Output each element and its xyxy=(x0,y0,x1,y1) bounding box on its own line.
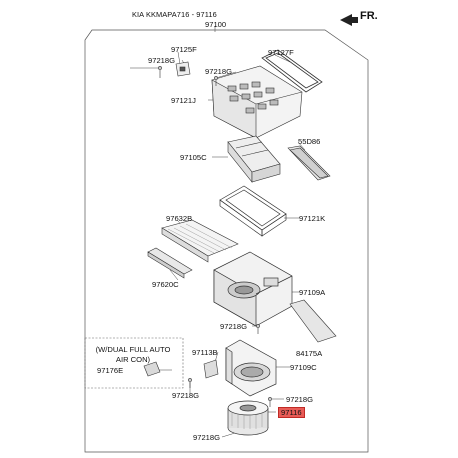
assembly-frame xyxy=(84,29,369,453)
part-97127f-seal xyxy=(261,49,323,93)
part-97109c-lower-case xyxy=(225,339,277,397)
part-label-84175a[interactable]: 84175A xyxy=(296,349,323,358)
part-label-97218g-b[interactable]: 97218G xyxy=(205,67,233,76)
note-line-2: AIR CON) xyxy=(115,355,151,364)
part-label-55d86[interactable]: 55D86 xyxy=(298,137,321,146)
part-97116-blower-motor xyxy=(227,400,269,436)
part-label-97109a[interactable]: 97109A xyxy=(299,288,326,297)
part-97109a-case xyxy=(213,251,293,327)
part-97125f-shape xyxy=(175,61,191,77)
part-97632b-filter xyxy=(161,219,239,263)
part-label-97125f[interactable]: 97125F xyxy=(171,45,197,54)
screw-icon xyxy=(268,397,272,407)
part-97121j-upper-case xyxy=(211,65,303,139)
part-label-97127f[interactable]: 97127F xyxy=(268,48,294,57)
part-97105c-duct xyxy=(227,135,281,183)
part-label-97116-highlighted[interactable]: 97116 xyxy=(278,407,305,418)
part-55d86-foam xyxy=(287,145,331,181)
note-box xyxy=(84,337,184,389)
part-label-97121k[interactable]: 97121K xyxy=(299,214,326,223)
front-direction-label: FR. xyxy=(360,10,378,22)
screw-icon xyxy=(188,378,192,388)
part-97121k-frame xyxy=(219,185,287,237)
part-97176e-shape xyxy=(143,361,161,377)
assembly-number: 97100 xyxy=(205,20,227,29)
page-title: KIA KKMAPA716 - 97116 xyxy=(132,10,217,19)
screw-icon xyxy=(256,324,260,334)
note-text: (W/DUAL FULL AUTO AIR CON) xyxy=(85,345,181,365)
part-label-97620c[interactable]: 97620C xyxy=(152,280,179,289)
part-label-97218g-f[interactable]: 97218G xyxy=(193,433,221,442)
front-direction-arrow-icon xyxy=(340,14,358,26)
part-label-97176e[interactable]: 97176E xyxy=(97,366,124,375)
part-97113b-shape xyxy=(203,359,219,379)
screw-icon xyxy=(158,66,162,78)
part-label-97218g-c[interactable]: 97218G xyxy=(220,322,248,331)
note-line-1: (W/DUAL FULL AUTO xyxy=(95,345,171,354)
part-84175a-pad xyxy=(289,299,337,343)
part-label-97113b[interactable]: 97113B xyxy=(192,348,218,357)
part-label-97105c[interactable]: 97105C xyxy=(180,153,207,162)
part-label-97109c[interactable]: 97109C xyxy=(290,363,317,372)
part-label-97218g-a[interactable]: 97218G xyxy=(148,56,176,65)
part-label-97632b[interactable]: 97632B xyxy=(166,214,193,223)
part-label-97218g-e[interactable]: 97218G xyxy=(286,395,314,404)
part-label-97121j[interactable]: 97121J xyxy=(171,96,196,105)
screw-icon xyxy=(214,76,218,86)
part-label-97218g-d[interactable]: 97218G xyxy=(172,391,200,400)
part-97620c-cover xyxy=(147,247,193,279)
